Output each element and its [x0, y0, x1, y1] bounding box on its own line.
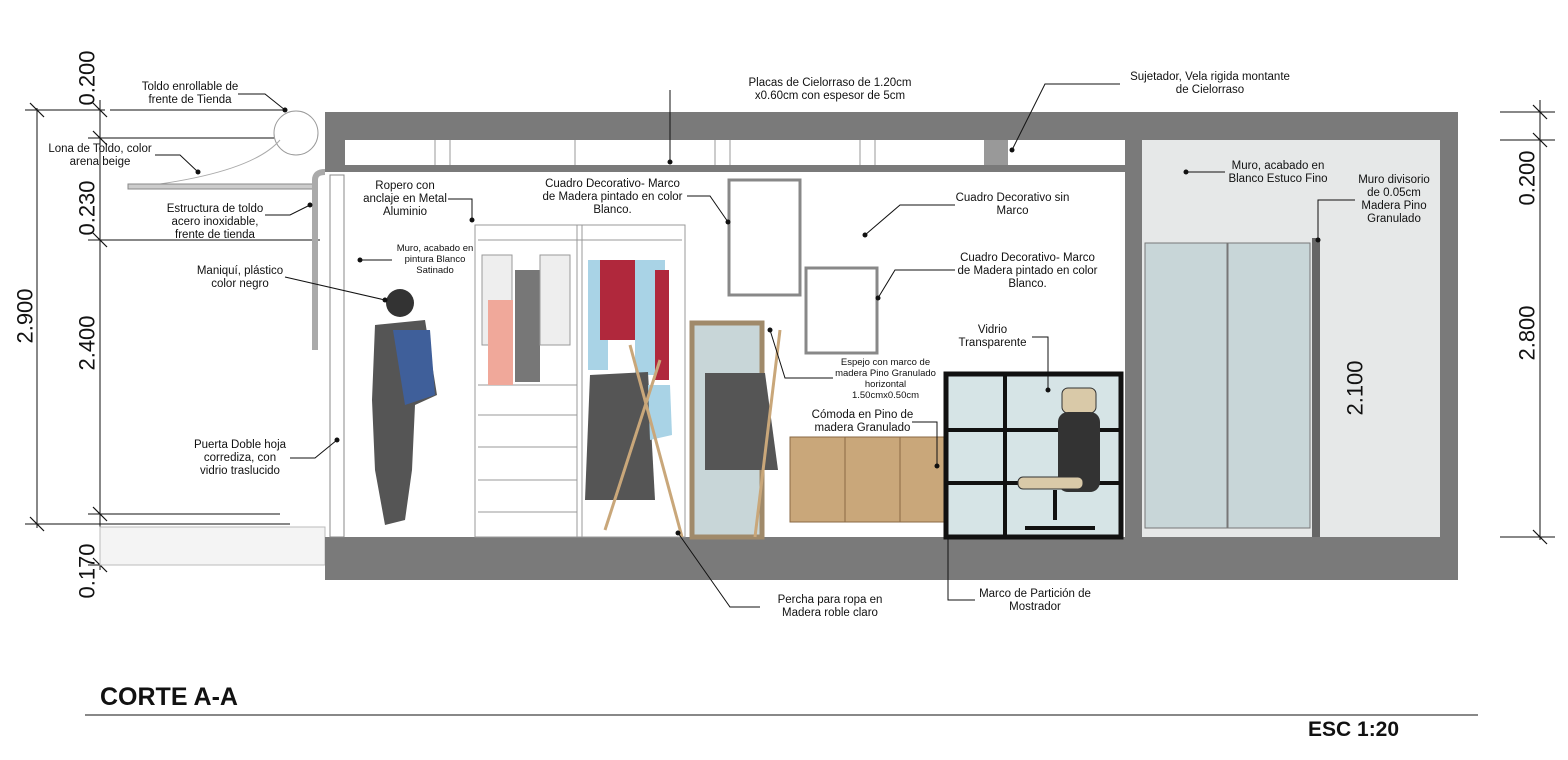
- label-vidrio: Vidrio Transparente: [958, 324, 1027, 349]
- label-sujetador: Sujetador, Vela rigida montante de Cielo…: [1130, 71, 1290, 96]
- coat-on-rack: [705, 373, 778, 470]
- clothes-rack: [753, 329, 782, 538]
- hanging-clothes: [481, 254, 684, 538]
- exterior-ground: [99, 526, 326, 566]
- sliding-doors: [1144, 242, 1311, 529]
- awning-structure: [312, 169, 326, 350]
- label-estructura: Estructura de toldo acero inoxidable, fr…: [166, 203, 264, 241]
- label-comoda: Cómoda en Pino de madera Granulado: [811, 409, 914, 434]
- dim-inner-height: 2.100: [1342, 360, 1368, 416]
- label-espejo: Espejo con marco de madera Pino Granulad…: [835, 357, 936, 401]
- dim-left-floor: 0.170: [74, 543, 100, 599]
- leader-lines: [155, 83, 1355, 608]
- label-muro-satinado: Muro, acabado en pintura Blanco Satinado: [396, 243, 474, 276]
- dim-right-top: 0.200: [1514, 150, 1540, 206]
- label-lona: Lona de Toldo, color arena beige: [48, 143, 152, 168]
- dim-right-height: 2.800: [1514, 305, 1540, 361]
- dim-left-total: 2.900: [12, 288, 38, 344]
- dresser: [789, 436, 946, 523]
- ceiling-panels: [434, 140, 876, 165]
- dim-left-top: 0.200: [74, 50, 100, 106]
- label-maniqui: Maniquí, plástico color negro: [196, 265, 284, 290]
- label-puerta: Puerta Doble hoja corrediza, con vidrio …: [193, 439, 287, 477]
- label-toldo: Toldo enrollable de frente de Tienda: [141, 81, 239, 106]
- decorative-frame-1: [727, 178, 802, 297]
- label-muro-divisorio: Muro divisorio de 0.05cm Madera Pino Gra…: [1358, 174, 1430, 225]
- label-placas: Placas de Cielorraso de 1.20cm x0.60cm c…: [748, 77, 912, 102]
- building-structure: [325, 112, 1458, 580]
- label-cuadro-sin-marco: Cuadro Decorativo sin Marco: [955, 192, 1070, 217]
- label-cuadro-marco-1: Cuadro Decorativo- Marco de Madera pinta…: [542, 178, 683, 216]
- label-muro-estuco: Muro, acabado en Blanco Estuco Fino: [1228, 160, 1328, 185]
- wardrobe: [474, 224, 686, 538]
- office-chair: [1017, 387, 1100, 530]
- decorative-frame-2: [804, 266, 879, 355]
- awning-arm: [127, 183, 314, 190]
- dim-left-awning: 0.230: [74, 180, 100, 236]
- partition-wall: [1312, 238, 1320, 537]
- dim-left-height: 2.400: [74, 315, 100, 371]
- mannequin: [372, 289, 437, 525]
- label-percha: Percha para ropa en Madera roble claro: [777, 594, 883, 619]
- label-marco-particion: Marco de Partición de Mostrador: [979, 588, 1091, 613]
- awning-roll: [273, 110, 319, 156]
- sliding-glass-door: [329, 174, 345, 538]
- label-cuadro-marco-2: Cuadro Decorativo- Marco de Madera pinta…: [957, 252, 1098, 290]
- drawing-title: CORTE A-A: [100, 683, 238, 711]
- leader-arrowheads: [195, 107, 1321, 536]
- label-ropero: Ropero con anclaje en Metal Aluminio: [363, 180, 447, 218]
- drawing-scale: ESC 1:20: [1308, 718, 1400, 741]
